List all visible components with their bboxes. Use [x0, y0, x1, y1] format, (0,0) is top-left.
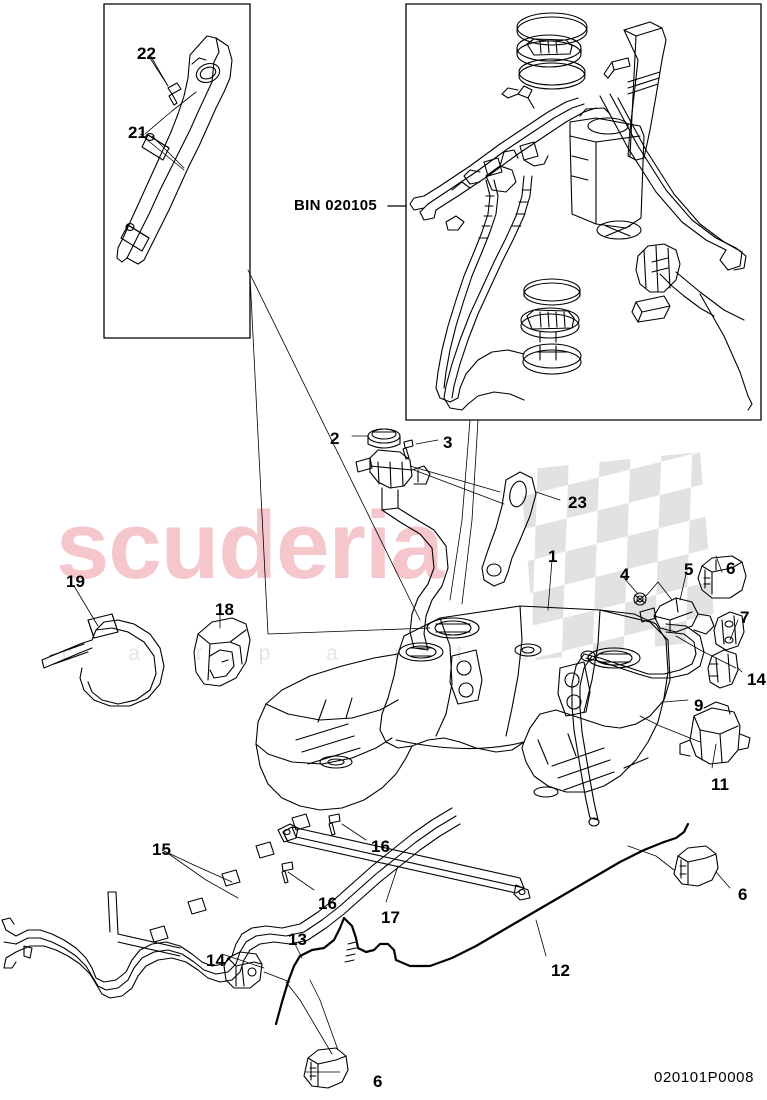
watermark-scuderia: scuderia [56, 492, 444, 599]
callout-number-bracket: 11 [711, 775, 729, 794]
callout-number-filler-neck: 21 [128, 123, 147, 142]
diagram-code: 020101P0008 [654, 1069, 755, 1086]
part-fuel-lines-15 [1, 807, 461, 999]
callout-number-screw: 22 [137, 44, 156, 63]
part-screw-22 [167, 82, 182, 106]
callout-number-bolt: 16 [318, 894, 337, 913]
part-hose-clamp-6a [697, 555, 747, 599]
callout-number-tank-strap: 17 [381, 908, 400, 927]
part-bracket-11 [679, 701, 751, 765]
callout-leaders [73, 57, 743, 1073]
part-clip-14a [707, 649, 739, 689]
part-bolt-16a [328, 813, 341, 836]
part-pump-module-assembly [409, 12, 753, 411]
callout-number-bolt: 16 [371, 837, 390, 856]
part-sensor-5 [639, 597, 715, 635]
callout-number-breather-hose: 13 [288, 930, 307, 949]
callout-number-clip: 14 [747, 670, 766, 689]
callout-number-hose-clamp: 6 [373, 1072, 383, 1091]
part-tank-strap-17 [277, 823, 531, 901]
part-vent-line-9 [571, 623, 705, 827]
part-fuel-line-12 [394, 822, 690, 968]
part-filler-cap [367, 428, 401, 449]
part-cable-tie-19 [41, 613, 165, 707]
callout-number-vent-line: 9 [694, 696, 704, 715]
part-filler-pipe [355, 449, 449, 662]
callout-number-sensor: 5 [684, 560, 694, 579]
part-hose-clamp-6c [303, 1047, 349, 1089]
part-nut-4 [633, 592, 647, 606]
callout-number-clip: 14 [206, 951, 225, 970]
part-bolt-16b [281, 861, 294, 884]
callout-number-fuel-line: 12 [551, 961, 570, 980]
part-hose-clamp-6b [673, 845, 719, 887]
inset-box-filler-neck [103, 3, 251, 339]
callout-number-filler-cap: 2 [330, 429, 340, 448]
callout-number-retaining-clip: 7 [740, 608, 750, 627]
inset-box-pump-module [405, 3, 762, 421]
callout-number-rubber-bushing: 18 [215, 600, 234, 619]
callout-number-hose-clamp: 6 [726, 559, 736, 578]
callout-number-bracket: 23 [568, 493, 587, 512]
part-screw-3 [402, 439, 414, 460]
part-filler-neck [116, 35, 233, 265]
callout-number-fuel-lines: 15 [152, 840, 171, 859]
callout-number-screw: 3 [443, 433, 453, 452]
callout-number-nut: 4 [620, 565, 630, 584]
part-breather-hose-13 [274, 916, 360, 1026]
part-rubber-bushing-18 [193, 617, 251, 687]
leader-22b [144, 91, 197, 135]
callout-number-fuel-tank: 1 [548, 547, 558, 566]
callout-number-cable-tie: 19 [66, 572, 85, 591]
part-retaining-clip-7 [713, 611, 745, 651]
leader-21 [139, 133, 185, 171]
hose-13-branch [356, 942, 398, 962]
callout-number-hose-clamp: 6 [738, 885, 748, 904]
part-bracket-23 [481, 471, 537, 587]
bin-label: BIN 020105 [294, 197, 378, 214]
